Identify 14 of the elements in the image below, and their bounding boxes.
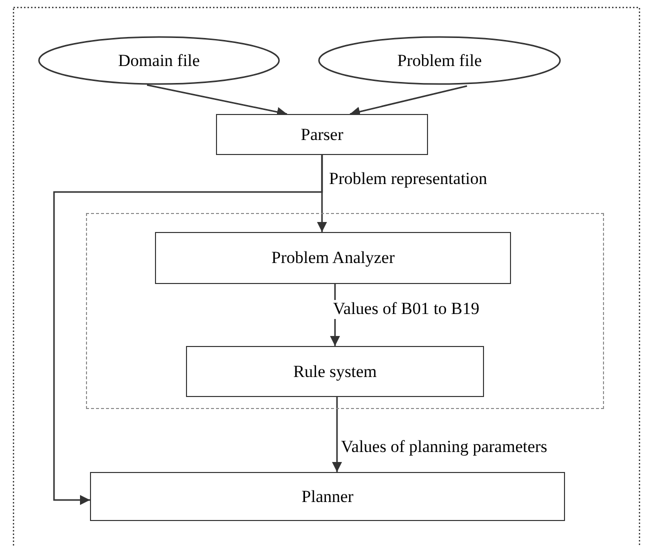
arrow: [350, 85, 468, 117]
node-label: Problem file: [397, 50, 482, 70]
arrow: [53, 155, 323, 505]
arrow: [332, 397, 342, 472]
node-label: Domain file: [118, 50, 200, 70]
process-box: Planner: [90, 472, 565, 521]
edge-label: Values of planning parameters: [340, 438, 548, 457]
process-box: Rule system: [186, 346, 484, 397]
process-box: Parser: [216, 114, 428, 155]
edge-label: Problem representation: [328, 170, 488, 189]
group-box: [86, 213, 604, 409]
process-box: Problem Analyzer: [155, 232, 511, 284]
edge-label: Values of B01 to B19: [332, 300, 480, 319]
arrow: [146, 84, 288, 117]
